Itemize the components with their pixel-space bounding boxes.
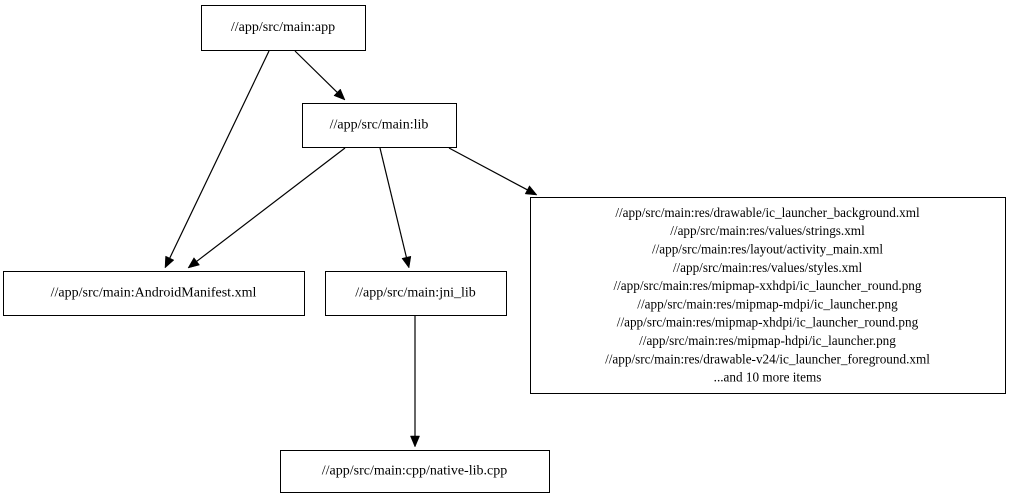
- edge-line: [196, 147, 346, 262]
- node-label: //app/src/main:app: [231, 20, 335, 35]
- graph-node-jni_lib[interactable]: //app/src/main:jni_lib: [325, 271, 507, 316]
- node-box[interactable]: [280, 450, 550, 493]
- node-label-line: //app/src/main:res/values/styles.xml: [673, 260, 863, 275]
- edge-line: [448, 147, 528, 191]
- node-label-line: //app/src/main:res/mipmap-mdpi/ic_launch…: [637, 296, 898, 311]
- arrowhead-icon: [524, 185, 538, 196]
- node-label-line: //app/src/main:res/layout/activity_main.…: [652, 241, 883, 256]
- edge-app-to-manifest: [164, 50, 270, 269]
- node-label-line: //app/src/main:res/drawable/ic_launcher_…: [615, 205, 920, 220]
- edge-lib-to-jni_lib: [379, 147, 412, 269]
- node-box[interactable]: [3, 271, 305, 316]
- graph-node-res[interactable]: //app/src/main:res/drawable/ic_launcher_…: [530, 197, 1006, 394]
- node-label-line: //app/src/main:res/drawable-v24/ic_launc…: [605, 351, 930, 366]
- node-label-line: //app/src/main:res/mipmap-hdpi/ic_launch…: [639, 333, 896, 348]
- graph-node-app[interactable]: //app/src/main:app: [201, 5, 366, 51]
- node-box[interactable]: [201, 5, 366, 51]
- node-box[interactable]: [530, 197, 1006, 394]
- arrowhead-icon: [187, 257, 200, 269]
- node-label-line: //app/src/main:res/mipmap-xxhdpi/ic_laun…: [613, 278, 921, 293]
- node-box[interactable]: [302, 103, 457, 148]
- graph-node-native_lib[interactable]: //app/src/main:cpp/native-lib.cpp: [280, 450, 550, 493]
- arrowhead-icon: [410, 435, 420, 448]
- edge-line: [294, 50, 338, 93]
- edge-app-to-lib: [294, 50, 346, 101]
- edge-lib-to-manifest: [187, 147, 346, 269]
- node-label-line: //app/src/main:res/values/strings.xml: [670, 223, 865, 238]
- node-label: //app/src/main:cpp/native-lib.cpp: [322, 464, 507, 479]
- node-label-line: //app/src/main:res/mipmap-xhdpi/ic_launc…: [617, 315, 919, 330]
- nodes-layer: //app/src/main:app //app/src/main:lib //ap…: [3, 5, 1006, 493]
- node-label: //app/src/main:res/drawable/ic_launcher_…: [605, 205, 930, 385]
- edges-layer: [164, 50, 538, 448]
- edge-jni_lib-to-native_lib: [410, 316, 420, 448]
- node-label: //app/src/main:lib: [330, 118, 429, 133]
- arrowhead-icon: [164, 255, 175, 269]
- arrowhead-icon: [333, 88, 346, 101]
- node-label: //app/src/main:jni_lib: [355, 286, 476, 301]
- edge-lib-to-res: [448, 147, 538, 196]
- arrowhead-icon: [401, 255, 412, 269]
- node-box[interactable]: [325, 271, 507, 316]
- node-label-line: ...and 10 more items: [714, 370, 822, 385]
- graph-node-lib[interactable]: //app/src/main:lib: [302, 103, 457, 148]
- edge-line: [169, 50, 270, 259]
- graph-node-manifest[interactable]: //app/src/main:AndroidManifest.xml: [3, 271, 305, 316]
- node-label: //app/src/main:AndroidManifest.xml: [51, 286, 257, 301]
- edge-line: [379, 147, 407, 258]
